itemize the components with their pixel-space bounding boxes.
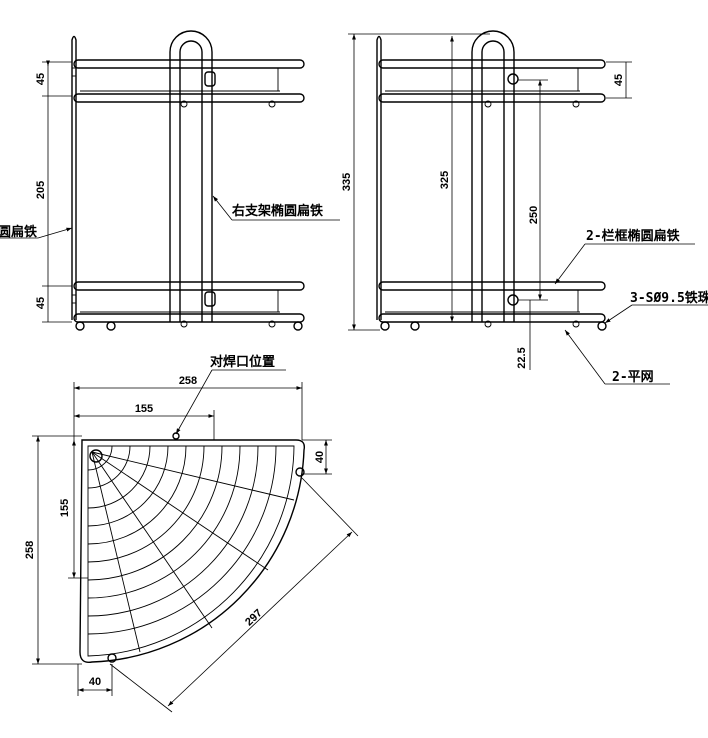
top-rail-2: [73, 93, 305, 103]
dim-22-5: 22.5: [516, 347, 528, 368]
left-post: [71, 35, 77, 320]
dim-45-side: 45: [613, 74, 625, 86]
bead: [75, 321, 85, 331]
label-right-support: 右支架椭圆扁铁: [231, 203, 323, 219]
dim-335: 335: [341, 173, 353, 191]
side-left-post: [376, 35, 382, 320]
handle-inner: [179, 40, 203, 322]
label-frame-flat-iron: 2-栏框椭圆扁铁: [586, 228, 680, 244]
side-handle-outer: [471, 30, 515, 322]
side-handle-inner: [481, 40, 505, 322]
rivet: [507, 73, 519, 85]
dim-40-bottom: 40: [89, 676, 101, 688]
label-weld-position: 对焊口位置: [210, 354, 275, 370]
top-view: 258 155 对焊口位置 258 155 40 40 297: [24, 354, 359, 713]
front-view: 45 205 45 圆扁铁 右支架椭圆扁铁: [0, 30, 340, 331]
corner-post: [89, 449, 103, 463]
dim-325: 325: [439, 171, 451, 189]
mesh-spokes: [91, 451, 295, 653]
mesh-arcs: [87, 445, 277, 635]
dim-250: 250: [528, 206, 540, 224]
label-flat-mesh: 2-平网: [612, 370, 654, 385]
shelf-outline: [79, 439, 306, 663]
rivet: [204, 291, 216, 307]
dim-155-top: 155: [135, 403, 153, 415]
bottom-rail-2: [73, 313, 305, 323]
side-view: 335 325 45 250 22.5 2-栏框椭圆扁铁 3-SØ9.5铁珠 2…: [341, 30, 708, 385]
dim-45-bottom: 45: [35, 297, 47, 309]
dim-205: 205: [35, 181, 47, 199]
label-flat-iron-left: 圆扁铁: [0, 224, 37, 240]
top-rail-1: [73, 59, 305, 69]
dim-297: 297: [243, 607, 265, 628]
dim-45-top: 45: [35, 73, 47, 85]
rivet: [507, 294, 519, 306]
rivet: [204, 71, 216, 87]
dim-155-left: 155: [59, 499, 71, 517]
bead: [293, 321, 303, 331]
label-iron-bead: 3-SØ9.5铁珠: [630, 290, 708, 306]
dim-258-top: 258: [179, 375, 197, 387]
bead: [106, 321, 116, 331]
dim-40-right: 40: [314, 451, 326, 463]
handle-outer: [169, 30, 213, 322]
bottom-rail-1: [73, 281, 305, 291]
dim-258-left: 258: [24, 541, 36, 559]
